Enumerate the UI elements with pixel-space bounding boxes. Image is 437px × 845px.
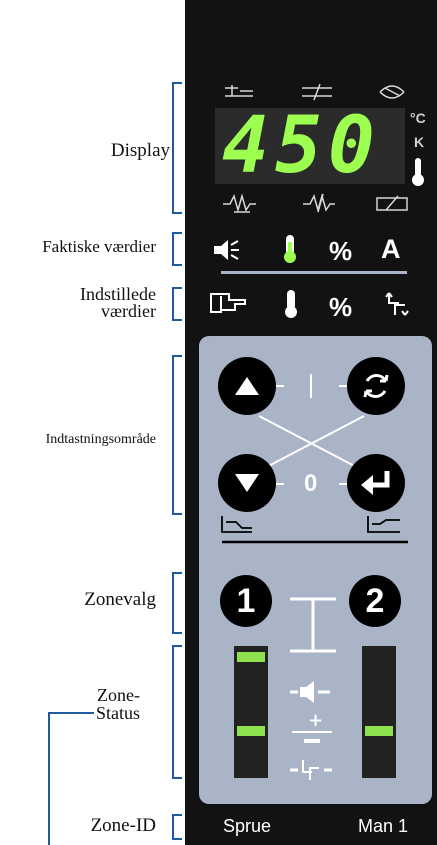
- label-set-values-2: værdier: [101, 301, 156, 321]
- zone-status-symbols: +: [290, 681, 332, 780]
- label-zone-select: Zonevalg: [84, 589, 156, 610]
- cycle-icon: [363, 374, 389, 398]
- up-arrow-icon: [235, 377, 259, 395]
- unit-kelvin: K: [414, 134, 425, 150]
- thermometer-set-icon: [285, 290, 297, 318]
- zone-1-button[interactable]: 1: [220, 575, 272, 627]
- zone-1-led-mid: [237, 726, 265, 736]
- ramp-symbols: [221, 516, 408, 544]
- label-zone-status-2: Status: [95, 703, 140, 723]
- up-button[interactable]: [218, 357, 276, 415]
- zone-2-label: 2: [365, 581, 385, 620]
- off-label: 0: [304, 470, 318, 497]
- zone-1-status-bar: [234, 646, 268, 778]
- enter-button[interactable]: [347, 454, 405, 512]
- label-display: Display: [110, 140, 170, 161]
- heater-symbols-bottom: [223, 193, 408, 213]
- numeric-display: [215, 108, 405, 184]
- display-value: 450: [222, 101, 381, 191]
- zone-status-leader: [48, 712, 94, 714]
- svg-text:+: +: [308, 710, 323, 731]
- label-set-values-1: Indstillede: [80, 284, 156, 304]
- label-input-area: Indtastningsområde: [45, 432, 156, 447]
- bracket-actual-values: [172, 232, 182, 266]
- percent-set-label: %: [329, 292, 353, 322]
- label-zone-status-1: Zone-: [97, 685, 140, 705]
- display-thermometer-icon: [412, 158, 424, 186]
- cycle-button[interactable]: [347, 357, 405, 415]
- unit-celsius: °C: [410, 110, 426, 126]
- zone-status-leader-vertical: [48, 712, 50, 845]
- zone-1-name: Sprue: [223, 816, 272, 836]
- down-arrow-icon: [235, 474, 259, 492]
- cycle-arrows-icon: [385, 292, 409, 316]
- bracket-display: [172, 82, 182, 214]
- thermometer-icon: [284, 235, 296, 263]
- bracket-zone-id: [172, 814, 182, 840]
- bracket-zone-status: [172, 645, 182, 779]
- bracket-zone-select: [172, 572, 182, 634]
- amps-label: A: [381, 234, 401, 264]
- heater-symbols-top: [225, 83, 405, 101]
- bracket-set-values: [172, 287, 182, 321]
- hand-pointer-icon: [210, 293, 246, 313]
- separator-line: [221, 271, 407, 274]
- zone-1-led-top: [237, 652, 265, 662]
- label-actual-values: Faktiske værdier: [42, 237, 156, 256]
- label-zone-id: Zone-ID: [90, 815, 156, 836]
- zone-2-button[interactable]: 2: [349, 575, 401, 627]
- enter-icon: [361, 471, 390, 495]
- down-button[interactable]: [218, 454, 276, 512]
- zone-1-label: 1: [236, 581, 256, 620]
- speaker-icon: [214, 240, 239, 260]
- zone-link: [290, 597, 336, 653]
- zone-2-led-mid: [365, 726, 393, 736]
- zone-2-status-bar: [362, 646, 396, 778]
- percent-actual-label: %: [329, 236, 353, 266]
- bracket-input-area: [172, 355, 182, 515]
- zone-2-name: Man 1: [358, 816, 409, 836]
